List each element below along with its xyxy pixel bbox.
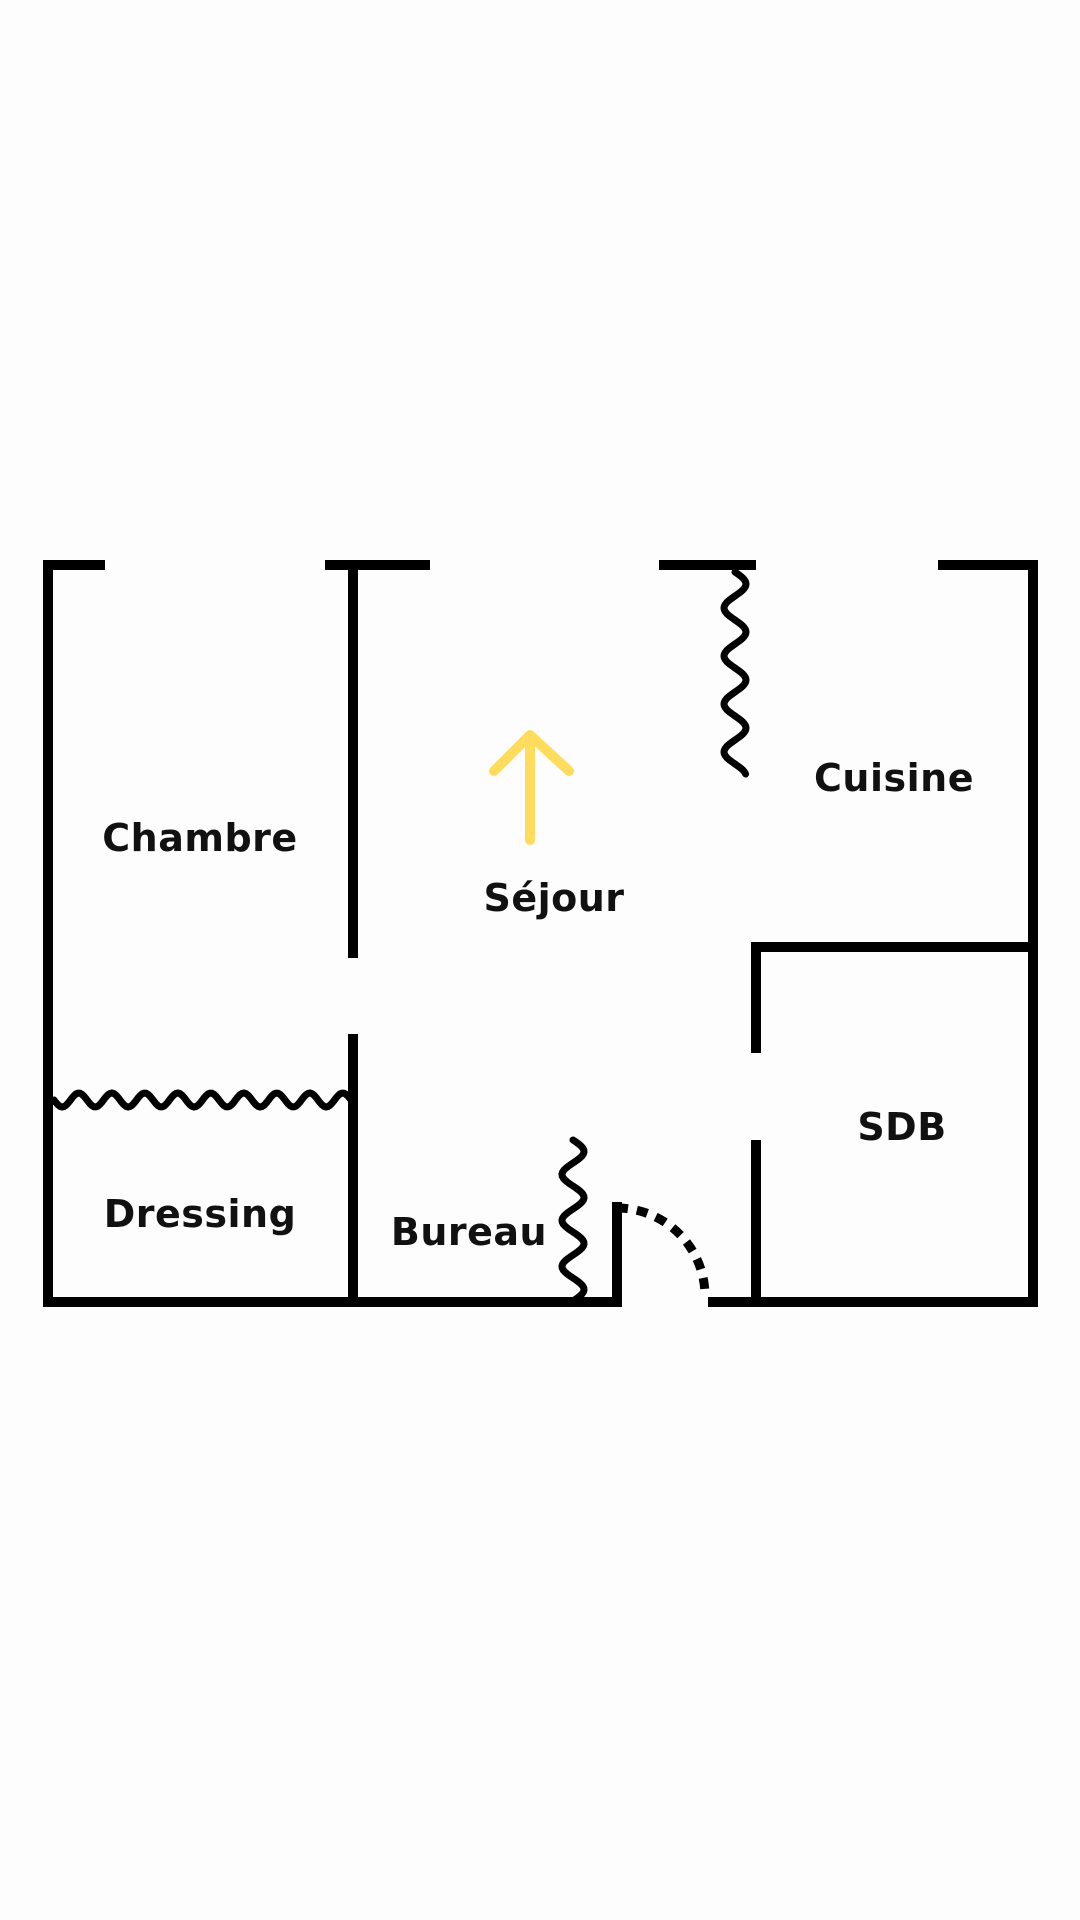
curtain-wave-cuisine [720, 568, 750, 778]
north-arrow-icon [489, 730, 574, 845]
room-label-cuisine: Cuisine [814, 756, 974, 800]
wall-top-right [708, 560, 1038, 1307]
wall-cuisine-sdb [751, 942, 1033, 1053]
room-label-dressing: Dressing [103, 1192, 297, 1236]
door-swing-icon [616, 1203, 710, 1297]
room-label-chambre: Chambre [102, 816, 298, 860]
room-label-bureau: Bureau [390, 1210, 548, 1254]
room-label-sejour: Séjour [483, 876, 625, 920]
curtain-wave-bureau [558, 1136, 588, 1304]
curtain-wave-dressing [50, 1089, 354, 1111]
walls [43, 560, 1038, 1307]
room-label-sdb: SDB [857, 1105, 947, 1149]
curtains [50, 568, 750, 1304]
wall-top-left [43, 560, 622, 1307]
